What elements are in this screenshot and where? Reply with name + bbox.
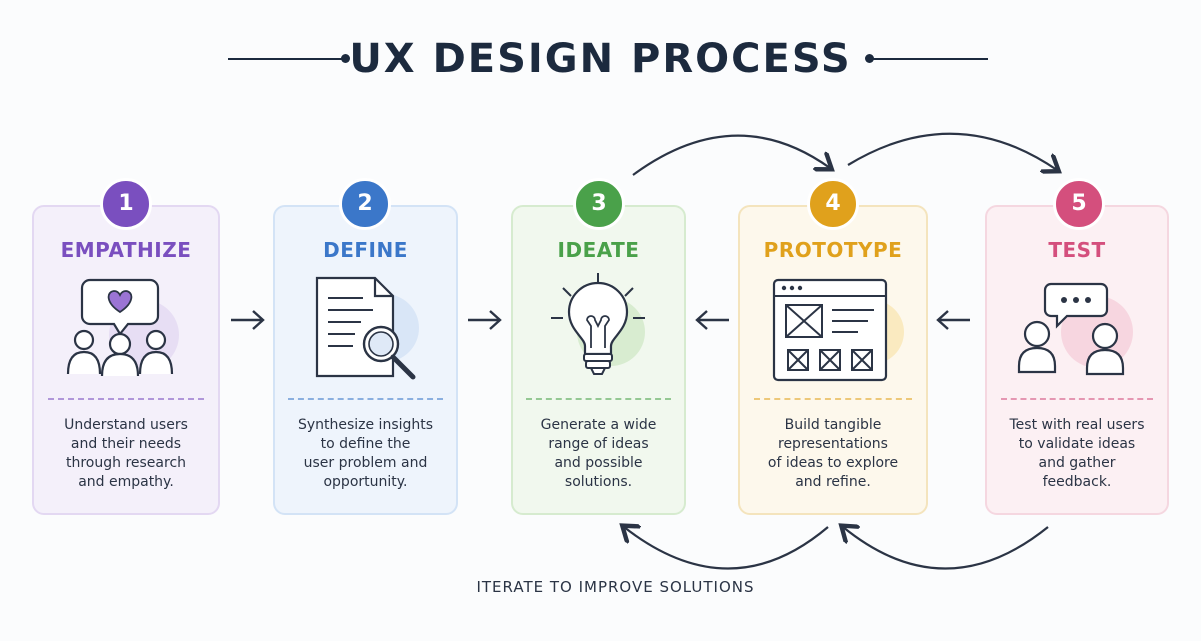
step-number-badge: 3	[573, 178, 625, 230]
step-number-badge: 1	[100, 178, 152, 230]
iteration-label: ITERATE TO IMPROVE SOLUTIONS	[476, 578, 755, 596]
step-title: DEFINE	[323, 238, 408, 262]
step-title: TEST	[1048, 238, 1106, 262]
step-title: EMPATHIZE	[60, 238, 192, 262]
arrow-right-icon	[468, 310, 502, 330]
title-line-left	[228, 58, 344, 60]
divider	[288, 398, 443, 400]
divider	[1001, 398, 1153, 400]
title-dot-left	[341, 54, 350, 63]
arc-test-to-prototype	[843, 527, 1049, 570]
step-description: Build tangible representations of ideas …	[767, 417, 899, 490]
arrow-left-icon	[936, 310, 970, 330]
users-heart-icon	[32, 270, 220, 385]
header: UX DESIGN PROCESS	[0, 30, 1201, 90]
arc-ideate-to-prototype	[632, 134, 830, 176]
lightbulb-icon	[511, 270, 686, 385]
divider	[526, 398, 671, 400]
step-number-badge: 4	[807, 178, 859, 230]
title-line-right	[872, 58, 988, 60]
step-description: Understand users and their needs through…	[64, 417, 188, 490]
step-number-badge: 2	[339, 178, 391, 230]
step-number-badge: 5	[1053, 178, 1105, 230]
arrow-left-icon	[695, 310, 729, 330]
arc-prototype-to-test	[847, 132, 1057, 170]
divider	[754, 398, 912, 400]
step-title: PROTOTYPE	[763, 238, 903, 262]
wireframe-icon	[738, 270, 928, 385]
arc-prototype-to-ideate	[624, 527, 829, 570]
page-title: UX DESIGN PROCESS	[349, 36, 852, 82]
step-description: Test with real users to validate ideas a…	[1009, 417, 1145, 490]
divider	[48, 398, 204, 400]
document-search-icon	[273, 270, 458, 385]
step-description: Generate a wide range of ideas and possi…	[540, 417, 657, 490]
user-chat-icon	[985, 270, 1169, 385]
step-description: Synthesize insights to define the user p…	[297, 417, 434, 490]
title-dot-right	[865, 54, 874, 63]
arrow-right-icon	[231, 310, 265, 330]
step-title: IDEATE	[557, 238, 640, 262]
